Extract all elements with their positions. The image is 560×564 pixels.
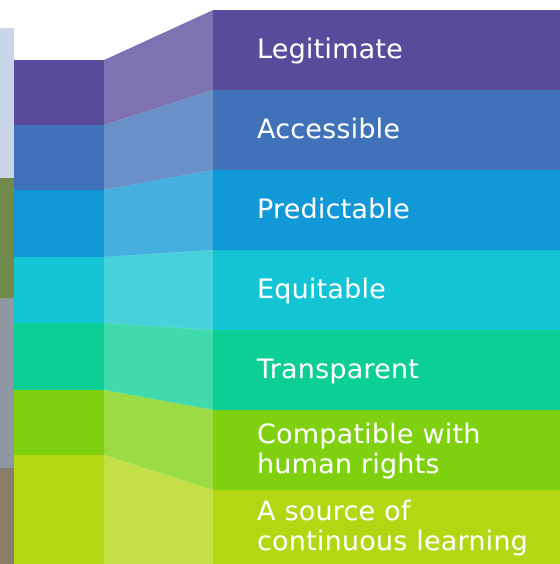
fan-segment-4 [104, 250, 213, 330]
fan-segment-5 [104, 323, 213, 410]
fan-segment-6 [104, 390, 213, 490]
band-label-predictable: Predictable [257, 194, 410, 225]
photo-water [0, 298, 14, 468]
band-label-source-of-continuous-learning: A source of continuous learning [257, 496, 529, 557]
fan-segment-2 [104, 90, 213, 190]
band-compatible-with-human-rights: Compatible with human rights [213, 410, 560, 490]
swatch-4 [14, 257, 104, 323]
swatch-1 [14, 60, 104, 125]
background-photo-strip [0, 28, 14, 564]
photo-sky [0, 28, 14, 178]
swatch-5 [14, 323, 104, 390]
band-legitimate: Legitimate [213, 10, 560, 90]
band-label-accessible: Accessible [257, 114, 401, 145]
swatch-7 [14, 455, 104, 564]
band-accessible: Accessible [213, 90, 560, 170]
band-label-compatible-with-human-rights: Compatible with human rights [257, 419, 481, 480]
band-label-transparent: Transparent [257, 354, 420, 385]
band-source-of-continuous-learning: A source of continuous learning [213, 490, 560, 564]
swatch-6 [14, 390, 104, 455]
photo-shore [0, 468, 14, 564]
band-transparent: Transparent [213, 330, 560, 410]
swatch-2 [14, 125, 104, 190]
fan-segment-7 [104, 455, 213, 564]
band-label-legitimate: Legitimate [257, 34, 403, 65]
fan-segment-3 [104, 170, 213, 257]
swatch-3 [14, 190, 104, 257]
photo-trees [0, 178, 14, 298]
band-label-equitable: Equitable [257, 274, 386, 305]
band-predictable: Predictable [213, 170, 560, 250]
band-equitable: Equitable [213, 250, 560, 330]
fan-segment-1 [104, 10, 213, 125]
